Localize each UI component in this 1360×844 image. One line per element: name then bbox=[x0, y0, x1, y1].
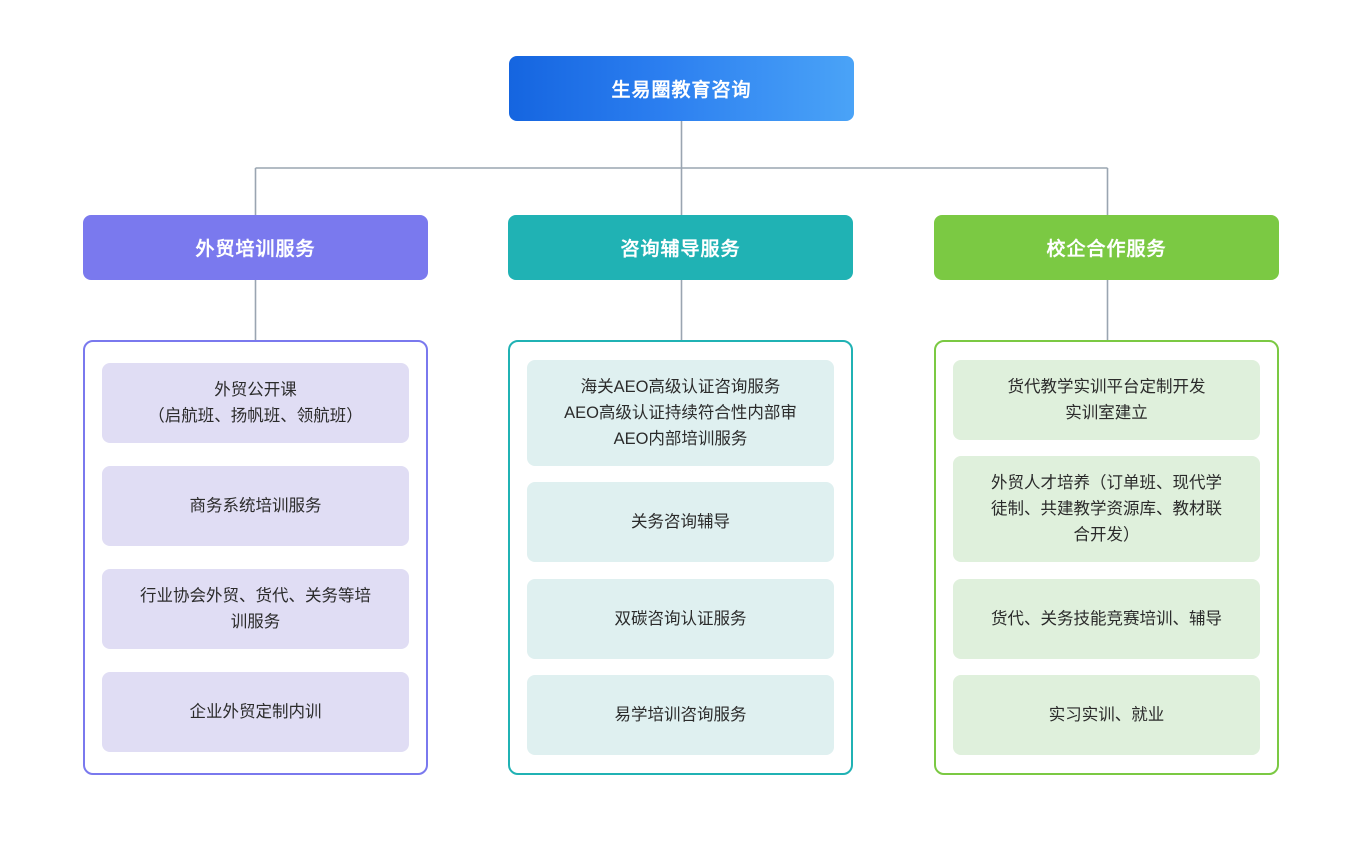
root-node[interactable]: 生易圈教育咨询 bbox=[509, 56, 854, 121]
branch-header-2[interactable]: 校企合作服务 bbox=[934, 215, 1279, 280]
branch-item-1-2[interactable]: 双碳咨询认证服务 bbox=[527, 578, 834, 659]
branch-panel-1: 海关AEO高级认证咨询服务 AEO高级认证持续符合性内部审 AEO内部培训服务 … bbox=[508, 340, 853, 775]
branch-item-2-2[interactable]: 货代、关务技能竞赛培训、辅导 bbox=[953, 578, 1260, 659]
branch-header-0[interactable]: 外贸培训服务 bbox=[83, 215, 428, 280]
branch-item-1-1[interactable]: 关务咨询辅导 bbox=[527, 482, 834, 563]
branch-item-1-3[interactable]: 易学培训咨询服务 bbox=[527, 674, 834, 755]
branch-header-1[interactable]: 咨询辅导服务 bbox=[508, 215, 853, 280]
branch-item-0-0[interactable]: 外贸公开课 （启航班、扬帆班、领航班） bbox=[102, 363, 409, 444]
branch-column-1: 咨询辅导服务 海关AEO高级认证咨询服务 AEO高级认证持续符合性内部审 AEO… bbox=[508, 215, 853, 775]
branch-item-1-0[interactable]: 海关AEO高级认证咨询服务 AEO高级认证持续符合性内部审 AEO内部培训服务 bbox=[527, 360, 834, 467]
branch-item-0-2[interactable]: 行业协会外贸、货代、关务等培 训服务 bbox=[102, 568, 409, 649]
branch-item-0-3[interactable]: 企业外贸定制内训 bbox=[102, 671, 409, 752]
branch-column-0: 外贸培训服务 外贸公开课 （启航班、扬帆班、领航班） 商务系统培训服务 行业协会… bbox=[83, 215, 428, 775]
branch-item-2-1[interactable]: 外贸人才培养（订单班、现代学 徒制、共建教学资源库、教材联 合开发） bbox=[953, 456, 1260, 563]
branch-item-2-0[interactable]: 货代教学实训平台定制开发 实训室建立 bbox=[953, 360, 1260, 441]
branch-column-2: 校企合作服务 货代教学实训平台定制开发 实训室建立 外贸人才培养（订单班、现代学… bbox=[934, 215, 1279, 775]
branch-item-0-1[interactable]: 商务系统培训服务 bbox=[102, 466, 409, 547]
branch-item-2-3[interactable]: 实习实训、就业 bbox=[953, 674, 1260, 755]
branch-panel-0: 外贸公开课 （启航班、扬帆班、领航班） 商务系统培训服务 行业协会外贸、货代、关… bbox=[83, 340, 428, 775]
branch-panel-2: 货代教学实训平台定制开发 实训室建立 外贸人才培养（订单班、现代学 徒制、共建教… bbox=[934, 340, 1279, 775]
